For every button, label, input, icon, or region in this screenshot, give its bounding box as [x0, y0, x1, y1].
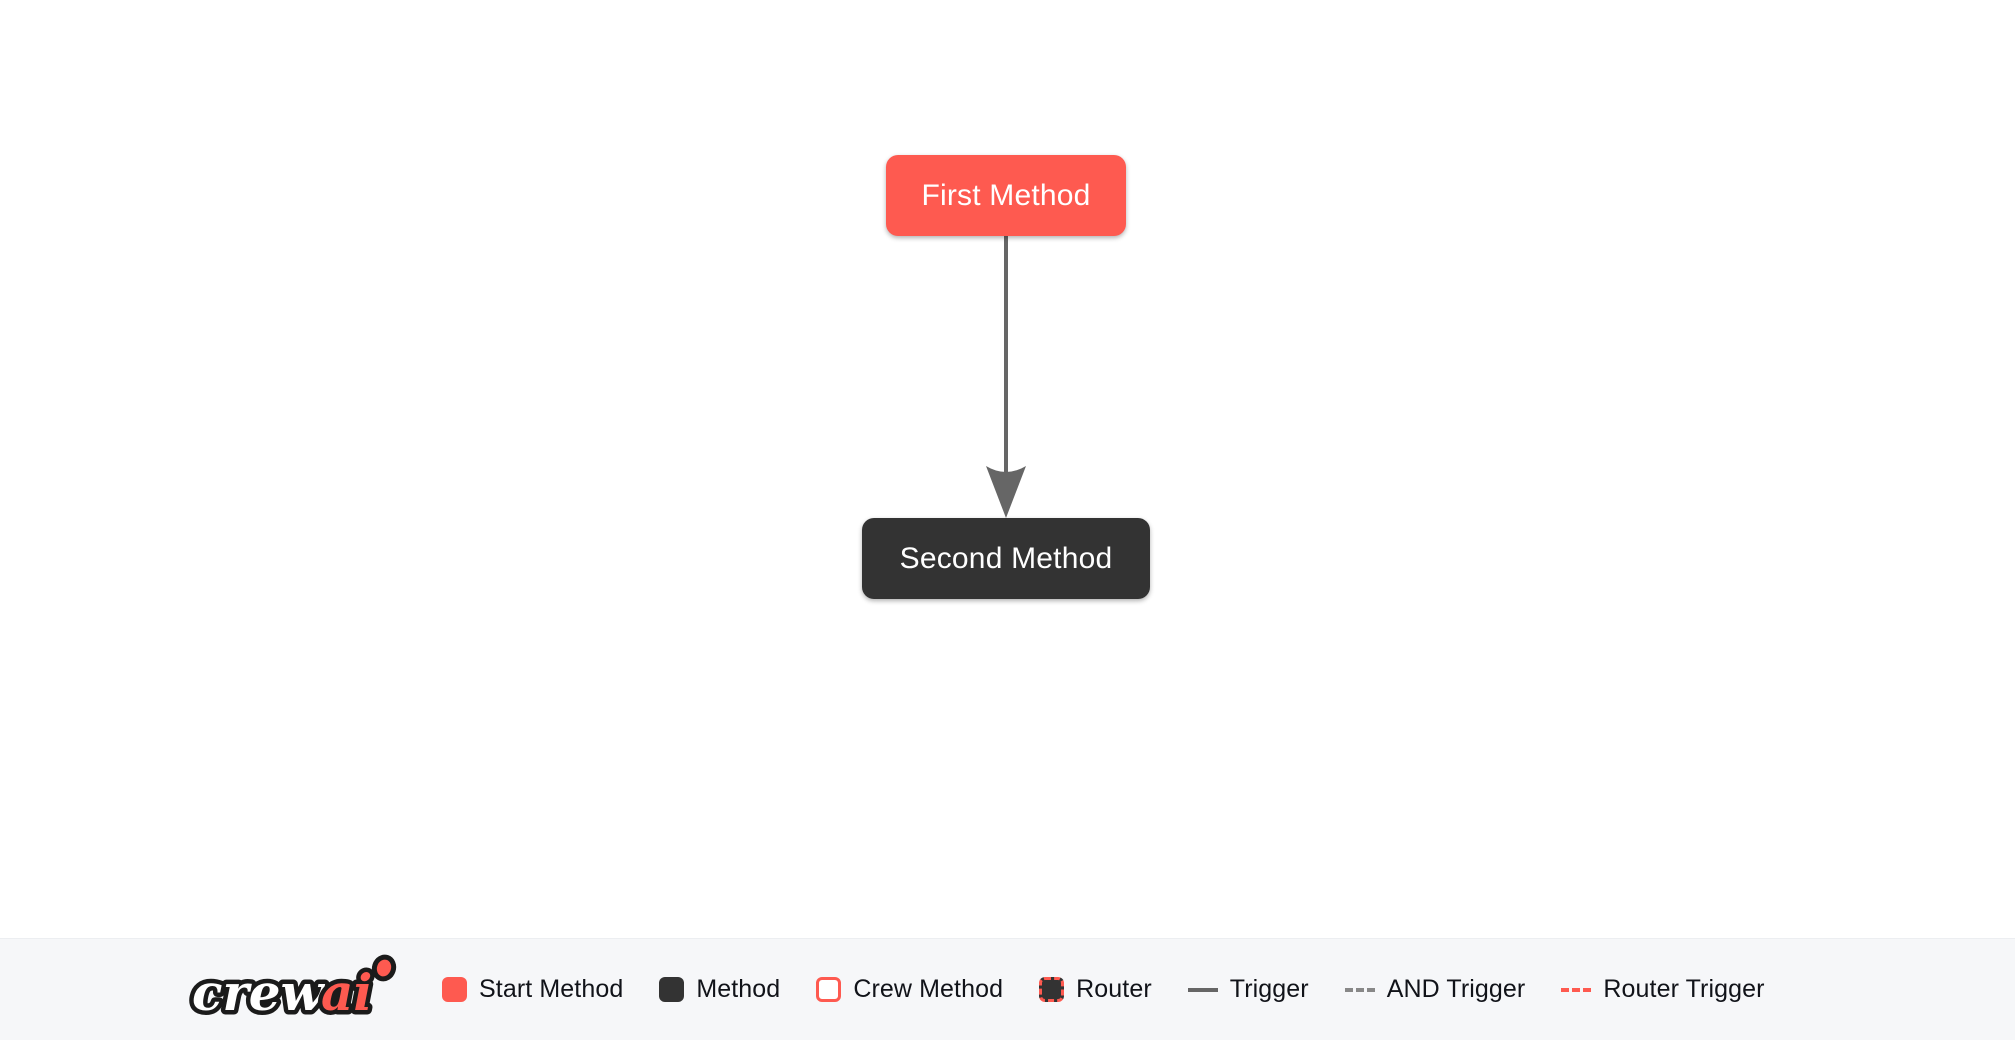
router-trigger-line-icon — [1561, 987, 1592, 992]
legend-label: AND Trigger — [1386, 975, 1526, 1003]
legend-label: Trigger — [1229, 975, 1309, 1003]
method-swatch-icon — [659, 977, 685, 1002]
flow-node-first-method[interactable]: First Method — [886, 155, 1126, 236]
legend-label: Start Method — [479, 975, 624, 1003]
flow-canvas[interactable]: First Method Second Method — [0, 0, 2015, 938]
trigger-line-icon — [1187, 987, 1218, 992]
legend-item-router: Router — [1039, 977, 1152, 1002]
legend-label: Method — [696, 975, 781, 1003]
logo-i-dot-icon — [371, 954, 397, 981]
start-method-swatch-icon — [442, 977, 467, 1002]
flow-node-label: Second Method — [899, 541, 1113, 575]
edge-layer — [986, 236, 1026, 518]
legend-item-start-method: Start Method — [442, 977, 623, 1002]
flow-node-label: First Method — [921, 178, 1091, 212]
crew-method-swatch-icon — [816, 977, 842, 1002]
edge-arrowhead-icon — [986, 466, 1026, 518]
legend-label: Router — [1076, 975, 1152, 1003]
legend-item-crew-method: Crew Method — [816, 977, 1003, 1002]
legend-label: Router Trigger — [1603, 975, 1765, 1003]
logo-text-ai: ai — [321, 963, 372, 1022]
legend-label: Crew Method — [853, 975, 1004, 1003]
legend-item-and-trigger: AND Trigger — [1344, 975, 1526, 1003]
crewai-logo: crew ai — [188, 954, 397, 1026]
logo-text-crew: crew — [192, 963, 326, 1022]
flow-node-second-method[interactable]: Second Method — [862, 518, 1150, 599]
legend-bar: crew ai Start Method Method Crew Method … — [0, 938, 2015, 1040]
logo-wordmark: crew ai — [188, 954, 397, 1026]
router-swatch-icon — [1039, 977, 1065, 1002]
legend-item-trigger: Trigger — [1187, 975, 1309, 1003]
and-trigger-line-icon — [1344, 987, 1375, 992]
legend-items: Start Method Method Crew Method Router T… — [442, 977, 1765, 1002]
legend-item-method: Method — [659, 977, 780, 1002]
edge-first-to-second — [986, 236, 1026, 518]
legend-item-router-trigger: Router Trigger — [1561, 977, 1764, 1002]
